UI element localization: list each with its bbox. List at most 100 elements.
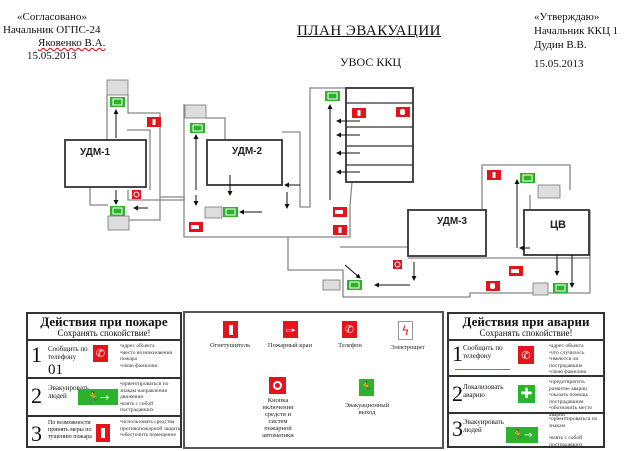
bullet: предотвратить развитие аварии xyxy=(549,379,605,392)
electrical-panel-icon: ϟ xyxy=(398,321,413,340)
step-action: Сообщить по телефону xyxy=(463,344,503,360)
legend-panel: Огнетушитель ▭▸ Пожарный кран ✆ Телефон … xyxy=(183,311,444,449)
approval-left-name: Яковенко В.А. xyxy=(38,37,106,49)
bullet: обозначить место аварии xyxy=(549,405,605,418)
bullet: свою фамилию xyxy=(549,369,605,376)
extinguisher-icon xyxy=(96,424,110,442)
fire-alarm-button-icon xyxy=(393,260,402,269)
walls xyxy=(89,87,591,298)
bullet: взять с собой пострадавших xyxy=(549,435,605,448)
bullet: свою фамилию xyxy=(120,363,180,370)
phone-icon: ✆ xyxy=(93,345,108,362)
approval-right-name: Дудин В.В. xyxy=(534,39,587,51)
step-bullets: предотвратить развитие аварии оказать по… xyxy=(549,379,605,418)
room-label-udm1: УДМ-1 xyxy=(80,147,110,158)
step-number: 3 xyxy=(31,421,42,446)
floor-plan: УДМ-1 УДМ-2 УДМ-3 ЦВ xyxy=(64,79,591,298)
phone-icon: ✆ xyxy=(518,346,534,364)
stair-cv-top xyxy=(537,184,561,199)
room-udm1 xyxy=(64,139,147,188)
approval-right-position: Начальник ККЦ 1 xyxy=(534,25,619,37)
extinguisher-icon xyxy=(147,117,161,127)
stair-lower xyxy=(322,279,341,291)
stair-middle xyxy=(204,206,223,219)
approval-left-date: 15.05.2013 xyxy=(27,50,77,62)
step-bullets: адрес объекта место возникновения пожара… xyxy=(120,343,180,369)
bullet: место возникновения пожара xyxy=(120,350,180,363)
bullet: адрес объекта xyxy=(120,343,180,350)
step-number: 1 xyxy=(31,342,42,367)
step-action: По возможности принять меры по тушению п… xyxy=(48,420,92,440)
fire-alarm-button-icon xyxy=(132,190,141,199)
emergency-exit-icon: 🏃 xyxy=(359,379,374,396)
legend-label-electrical-panel: Электрощит xyxy=(390,344,425,351)
fire-phone-number: 01 xyxy=(48,362,63,378)
step-action: Локализовать аварию xyxy=(463,383,504,399)
step-action: Эвакуировать людей xyxy=(48,384,89,400)
fire-hydrant-icon xyxy=(189,222,203,232)
accident-step-1: 1 Сообщить по телефону ✆ адрес объекта ч… xyxy=(449,341,603,377)
step-bullets: использовать средства противопожарной за… xyxy=(120,419,182,439)
fire-hydrant-icon: ▭▸ xyxy=(283,321,298,338)
fire-hydrant-icon xyxy=(509,266,523,276)
emergency-exit-icon xyxy=(520,173,535,183)
room-label-udm2: УДМ-2 xyxy=(232,146,262,157)
bullet: адрес объекта xyxy=(549,343,605,350)
evacuation-arrow xyxy=(344,264,361,279)
room-cv xyxy=(523,209,590,256)
bullet: ориентироваться по знакам направления дв… xyxy=(120,381,182,401)
evacuation-arrows xyxy=(113,104,575,288)
accident-panel-title: Действия при аварии xyxy=(462,314,590,329)
plan-safety-signs xyxy=(110,91,568,293)
approval-left-position: Начальник ОГПС-24 xyxy=(3,24,101,36)
step-action: Эвакуировать людей xyxy=(463,418,504,434)
emergency-exit-icon xyxy=(110,97,125,107)
legend-label-extinguisher: Огнетушитель xyxy=(209,342,251,349)
legend-label-phone: Телефон xyxy=(338,342,362,349)
step-number: 2 xyxy=(452,381,463,406)
accident-panel-subtitle: Сохранять спокойствие! xyxy=(479,328,573,338)
fire-step-1: 1 Сообщить по телефону 01 ✆ адрес объект… xyxy=(28,341,180,379)
extinguisher-icon xyxy=(487,170,501,180)
phone-number-underline xyxy=(455,369,510,370)
room-udm2 xyxy=(206,139,283,186)
fire-panel-title: Действия при пожаре xyxy=(40,314,168,329)
bullet: взять с собой пострадавших xyxy=(120,401,182,414)
step-number: 1 xyxy=(452,341,463,366)
room-partitions xyxy=(346,102,413,166)
extinguisher-icon xyxy=(352,108,366,118)
bullet: имеются ли пострадавшие xyxy=(549,356,605,369)
legend-label-fire-hydrant: Пожарный кран xyxy=(267,342,313,349)
fire-panel-header: Действия при пожаре Сохранять спокойстви… xyxy=(28,314,180,341)
page-subtitle: УВОС ККЦ xyxy=(340,55,401,69)
page-title: ПЛАН ЭВАКУАЦИИ xyxy=(297,23,442,39)
fire-hydrant-icon xyxy=(333,207,347,217)
bullet: обесточить помещение xyxy=(120,432,182,439)
fire-panel-subtitle: Сохранять спокойствие! xyxy=(57,328,151,338)
phone-icon xyxy=(396,107,410,117)
accident-actions-panel: Действия при аварии Сохранять спокойстви… xyxy=(447,312,605,448)
step-action: Сообщить по телефону xyxy=(48,345,88,361)
fire-actions-panel: Действия при пожаре Сохранять спокойстви… xyxy=(26,312,182,448)
exit-arrow-icon: 🏃→ xyxy=(506,427,538,443)
room-label-cv: ЦВ xyxy=(550,219,566,231)
room-udm3 xyxy=(407,209,487,257)
exit-arrow-icon: 🏃→ xyxy=(78,389,118,405)
step-number: 3 xyxy=(452,416,463,441)
emergency-exit-icon xyxy=(325,91,340,101)
room-label-udm3: УДМ-3 xyxy=(437,216,467,227)
accident-step-2: 2 Локализовать аварию ✚ предотвратить ра… xyxy=(449,377,603,418)
accident-step-3: 3 Эвакуировать людей 🏃→ ориентироваться … xyxy=(449,414,605,448)
step-number: 2 xyxy=(31,383,42,408)
approval-right-label: «Утверждаю» xyxy=(534,11,600,23)
legend-label-fire-alarm-button: Кнопка включения средств и систем пожарн… xyxy=(262,397,294,439)
extinguisher-icon xyxy=(333,225,347,235)
bullet: ориентироваться по знакам xyxy=(549,416,605,429)
first-aid-icon: ✚ xyxy=(518,385,535,403)
emergency-exit-icon xyxy=(190,123,205,133)
approval-right-date: 15.05.2013 xyxy=(534,58,584,70)
stair-top-left xyxy=(106,79,129,96)
emergency-exit-icon xyxy=(110,206,125,216)
bullet: использовать средства противопожарной за… xyxy=(120,419,182,432)
step-bullets: ориентироваться по знакам направления дв… xyxy=(120,381,182,414)
